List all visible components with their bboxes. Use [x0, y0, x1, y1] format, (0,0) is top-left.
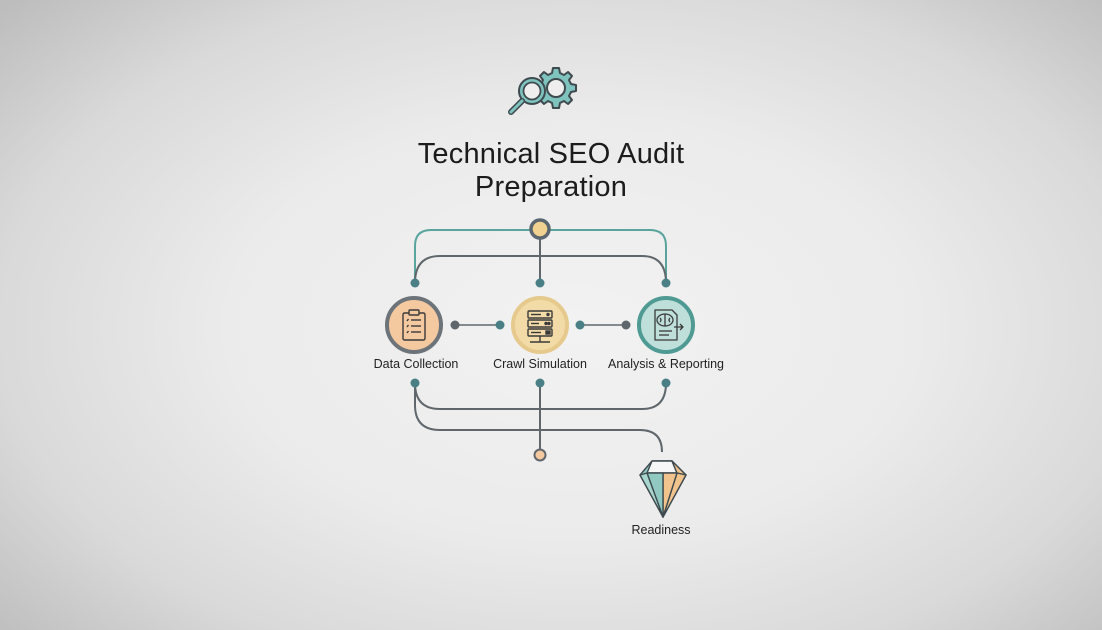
connector-dot [661, 278, 671, 288]
stage-data-collection[interactable] [385, 296, 443, 354]
hub-node-icon[interactable] [529, 218, 551, 240]
magnifier-gear-icon [508, 67, 577, 115]
connector-dot [535, 278, 545, 288]
brain-report-icon [654, 309, 684, 341]
bottom-connectors [414, 382, 667, 455]
stage-label-crawl-simulation: Crawl Simulation [493, 357, 587, 371]
stage-label-data-collection: Data Collection [373, 357, 459, 371]
outcome-label-readiness: Readiness [631, 523, 691, 537]
clipboard-checklist-icon [402, 309, 426, 341]
connector-dot [661, 378, 671, 388]
page-title-line1: Technical SEO Audit [417, 138, 685, 170]
diamond-gem-icon[interactable] [639, 460, 687, 518]
connector-dot [410, 378, 420, 388]
connector-dot [535, 378, 545, 388]
connector-dot [410, 278, 420, 288]
page-title-line2: Preparation [474, 171, 628, 203]
terminal-node-icon [533, 448, 547, 462]
stage-crawl-simulation[interactable] [511, 296, 569, 354]
stage-analysis-reporting[interactable] [637, 296, 695, 354]
stage-links [450, 320, 631, 330]
server-stack-icon [527, 310, 553, 343]
stage-label-analysis-reporting: Analysis & Reporting [607, 357, 725, 371]
